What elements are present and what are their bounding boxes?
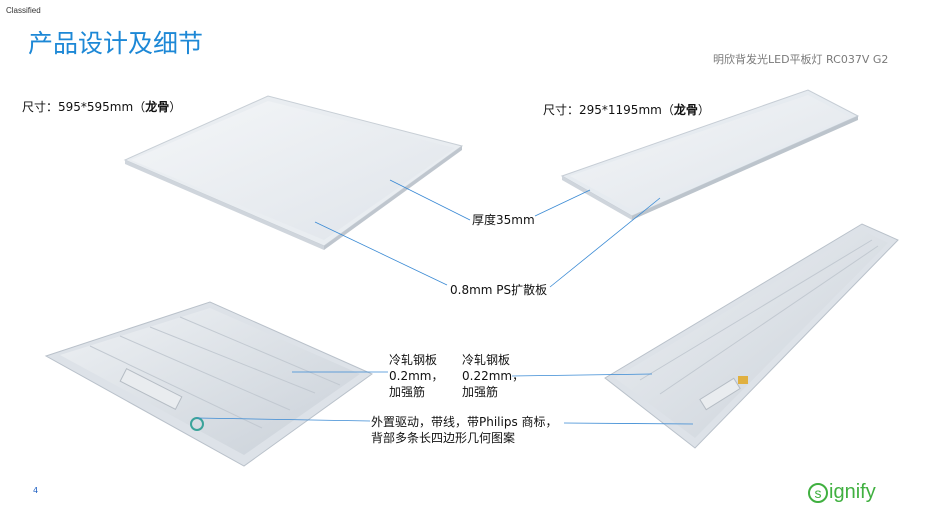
steel-line: 加强筋 [462, 385, 499, 399]
size-label-long: 尺寸：295*1195mm（龙骨） [543, 101, 710, 118]
logo-text: ignify [829, 481, 876, 503]
size-text: 尺寸：595*595mm（ [22, 100, 146, 114]
long-panel-back [604, 223, 899, 449]
callout-lines [196, 179, 694, 425]
driver-line: 外置驱动，带线，带Philips 商标， [371, 415, 558, 429]
driver-line: 背部多条长四边形几何图案 [371, 431, 516, 445]
steel-callout-right: 冷轧钢板 0.22mm， 加强筋 [462, 352, 524, 400]
steel-line: 加强筋 [389, 385, 426, 399]
steel-line: 0.2mm， [389, 369, 444, 383]
page-number: 4 [33, 486, 39, 495]
size-suffix: ） [697, 103, 710, 117]
square-panel-front [123, 95, 464, 250]
steel-callout-left: 冷轧钢板 0.2mm， 加强筋 [389, 352, 443, 400]
size-suffix: ） [169, 100, 182, 114]
diffuser-callout: 0.8mm PS扩散板 [450, 283, 548, 297]
square-panel-back [44, 301, 373, 467]
logo-s-icon: s [808, 482, 828, 503]
steel-line: 冷轧钢板 [389, 353, 438, 367]
product-subtitle: 明欣背发光LED平板灯 RC037V G2 [713, 53, 889, 66]
steel-line: 冷轧钢板 [462, 353, 511, 367]
steel-line: 0.22mm， [462, 369, 525, 383]
size-bold: 龙骨 [145, 100, 170, 114]
driver-callout: 外置驱动，带线，带Philips 商标， 背部多条长四边形几何图案 [371, 414, 558, 446]
page-title: 产品设计及细节 [28, 29, 204, 58]
long-panel-front [560, 89, 860, 220]
thickness-callout: 厚度35mm [472, 213, 535, 227]
size-bold: 龙骨 [673, 103, 698, 117]
classification-label: Classified [6, 6, 41, 15]
size-label-square: 尺寸：595*595mm（龙骨） [22, 98, 181, 115]
size-text: 尺寸：295*1195mm（ [543, 103, 674, 117]
